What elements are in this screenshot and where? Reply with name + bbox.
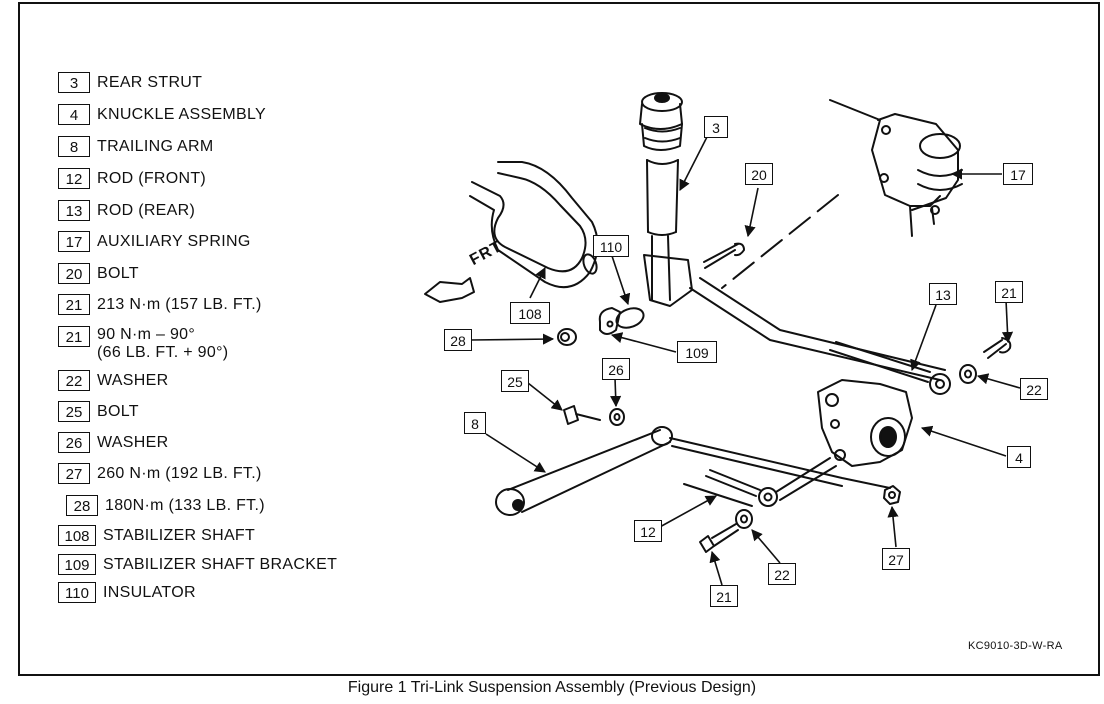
callout-26: 26	[602, 358, 630, 380]
legend-number: 25	[58, 401, 90, 422]
callout-28: 28	[444, 329, 472, 351]
legend-number: 4	[58, 104, 90, 125]
callout-3: 3	[704, 116, 728, 138]
legend-number: 8	[58, 136, 90, 157]
legend-item: 110 INSULATOR	[58, 582, 196, 603]
legend-item: 28 180N·m (133 LB. FT.)	[58, 495, 265, 516]
washer-22-upper	[959, 364, 977, 384]
legend-label: ROD (REAR)	[97, 202, 196, 219]
callout-4: 4	[1007, 446, 1031, 468]
callout-13: 13	[929, 283, 957, 305]
callout-110: 110	[593, 235, 629, 257]
legend-item: 21 213 N·m (157 LB. FT.)	[58, 294, 262, 315]
nut-28	[557, 328, 577, 346]
legend-number: 21	[58, 294, 90, 315]
callout-21-upper: 21	[995, 281, 1023, 303]
stabilizer-bracket	[598, 307, 621, 335]
legend-item: 12 ROD (FRONT)	[58, 168, 206, 189]
legend-item: 13 ROD (REAR)	[58, 200, 195, 221]
knuckle-assembly	[817, 379, 913, 467]
legend-label: KNUCKLE ASSEMBLY	[97, 106, 267, 123]
bolt-25	[563, 405, 601, 425]
legend-number: 26	[58, 432, 90, 453]
legend-item: 27 260 N·m (192 LB. FT.)	[58, 463, 262, 484]
trailing-arm	[495, 426, 891, 516]
front-rod	[683, 457, 837, 507]
legend-number: 17	[58, 231, 90, 252]
legend-number: 110	[58, 582, 96, 603]
legend-item: 8 TRAILING ARM	[58, 136, 214, 157]
legend-number: 109	[58, 554, 96, 575]
bolt-21-upper	[983, 337, 1012, 359]
legend-item: 22 WASHER	[58, 370, 168, 391]
legend-label: 90 N·m – 90° (66 LB. FT. + 90°)	[97, 326, 228, 362]
legend-label: AUXILIARY SPRING	[97, 233, 251, 250]
legend-item: 108 STABILIZER SHAFT	[58, 525, 255, 546]
figure-caption: Figure 1 Tri-Link Suspension Assembly (P…	[347, 679, 757, 696]
bolt-21-lower	[699, 523, 739, 553]
legend-item: 4 KNUCKLE ASSEMBLY	[58, 104, 266, 125]
bolt-20	[703, 242, 745, 269]
callout-22-upper: 22	[1020, 378, 1048, 400]
legend-number: 3	[58, 72, 90, 93]
legend-item: 21 90 N·m – 90° (66 LB. FT. + 90°)	[58, 326, 228, 362]
auxiliary-spring	[829, 99, 963, 237]
legend-label: BOLT	[97, 265, 139, 282]
legend-item: 20 BOLT	[58, 263, 139, 284]
callout-17: 17	[1003, 163, 1033, 185]
legend-label: WASHER	[97, 372, 169, 389]
callout-25: 25	[501, 370, 529, 392]
legend-number: 21	[58, 326, 90, 347]
legend-item: 17 AUXILIARY SPRING	[58, 231, 251, 252]
legend-label: WASHER	[97, 434, 169, 451]
callout-27: 27	[882, 548, 910, 570]
figure-code: KC9010-3D-W-RA	[968, 640, 1063, 652]
callout-109: 109	[677, 341, 717, 363]
washer-22-lower	[735, 509, 753, 529]
leader-lines	[469, 134, 1021, 586]
legend-label: 180N·m (133 LB. FT.)	[105, 497, 265, 514]
stabilizer-shaft	[469, 161, 599, 289]
callout-21-lower: 21	[710, 585, 738, 607]
legend-number: 28	[66, 495, 98, 516]
callout-12: 12	[634, 520, 662, 542]
washer-26	[609, 408, 625, 426]
legend-label-line1: 90 N·m – 90°	[97, 326, 196, 343]
legend-label: BOLT	[97, 403, 139, 420]
legend-number: 13	[58, 200, 90, 221]
legend-item: 109 STABILIZER SHAFT BRACKET	[58, 554, 337, 575]
callout-108: 108	[510, 302, 550, 324]
legend-item: 25 BOLT	[58, 401, 139, 422]
legend-number: 22	[58, 370, 90, 391]
legend-number: 27	[58, 463, 90, 484]
legend-label: INSULATOR	[103, 584, 196, 601]
legend-item: 26 WASHER	[58, 432, 168, 453]
legend-label: STABILIZER SHAFT BRACKET	[103, 556, 338, 573]
figure-frame	[18, 2, 1100, 676]
legend-label: REAR STRUT	[97, 74, 203, 91]
legend-label: 213 N·m (157 LB. FT.)	[97, 296, 262, 313]
legend-label: 260 N·m (192 LB. FT.)	[97, 465, 262, 482]
callout-20: 20	[745, 163, 773, 185]
rear-strut	[639, 92, 693, 307]
front-arrow-icon	[424, 277, 475, 303]
legend-label: TRAILING ARM	[97, 138, 214, 155]
legend-number: 108	[58, 525, 96, 546]
callout-22-lower: 22	[768, 563, 796, 585]
legend-label: STABILIZER SHAFT	[103, 527, 256, 544]
rear-rod	[689, 277, 951, 395]
legend-number: 20	[58, 263, 90, 284]
legend-item: 3 REAR STRUT	[58, 72, 202, 93]
legend-number: 12	[58, 168, 90, 189]
legend-label-line2: (66 LB. FT. + 90°)	[97, 344, 229, 361]
locator-line	[721, 194, 839, 289]
callout-8: 8	[464, 412, 486, 434]
nut-27	[883, 485, 901, 505]
legend-label: ROD (FRONT)	[97, 170, 207, 187]
